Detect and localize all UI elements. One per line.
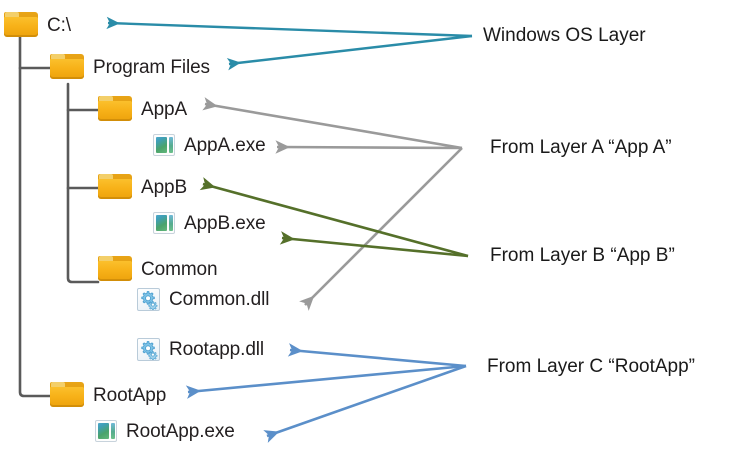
exe-file-icon: [153, 212, 175, 234]
tree-node-root[interactable]: C:\: [4, 12, 71, 38]
folder-icon: [50, 382, 84, 408]
legend-label-layer-b: From Layer B “App B”: [490, 245, 675, 266]
exe-file-icon: [153, 134, 175, 156]
tree-node-label: Common: [141, 258, 218, 280]
tree-node-appa[interactable]: AppA: [98, 96, 187, 122]
tree-node-label: Program Files: [93, 56, 210, 78]
legend-label-layer-a: From Layer A “App A”: [490, 137, 672, 158]
dll-file-icon: [137, 288, 160, 311]
tree-node-rootapp[interactable]: RootApp: [50, 382, 166, 408]
tree-node-label: RootApp.exe: [126, 420, 235, 442]
folder-icon: [4, 12, 38, 38]
tree-node-appb[interactable]: AppB: [98, 174, 187, 200]
folder-icon: [50, 54, 84, 80]
exe-file-icon: [95, 420, 117, 442]
tree-node-appa-exe[interactable]: AppA.exe: [153, 134, 266, 156]
dll-file-icon: [137, 338, 160, 361]
tree-node-rootapp-exe[interactable]: RootApp.exe: [95, 420, 235, 442]
tree-node-label: AppA.exe: [184, 134, 266, 156]
folder-icon: [98, 174, 132, 200]
tree-node-label: C:\: [47, 14, 71, 36]
folder-icon: [98, 256, 132, 282]
tree-node-common-dll[interactable]: Common.dll: [137, 288, 269, 311]
tree-node-label: Common.dll: [169, 289, 270, 310]
legend-label-layer-c: From Layer C “RootApp”: [487, 356, 696, 377]
tree-node-rootapp-dll[interactable]: Rootapp.dll: [137, 338, 264, 361]
tree-node-label: RootApp: [93, 384, 167, 406]
legend-label-windows-os-layer: Windows OS Layer: [483, 25, 646, 46]
folder-icon: [98, 96, 132, 122]
tree-node-label: AppA: [141, 98, 188, 120]
tree-node-label: AppB: [141, 176, 188, 198]
tree-node-appb-exe[interactable]: AppB.exe: [153, 212, 266, 234]
tree-node-programfiles[interactable]: Program Files: [50, 54, 210, 80]
tree-node-common[interactable]: Common: [98, 256, 218, 282]
tree-node-label: Rootapp.dll: [169, 339, 265, 360]
tree-node-label: AppB.exe: [184, 212, 266, 234]
